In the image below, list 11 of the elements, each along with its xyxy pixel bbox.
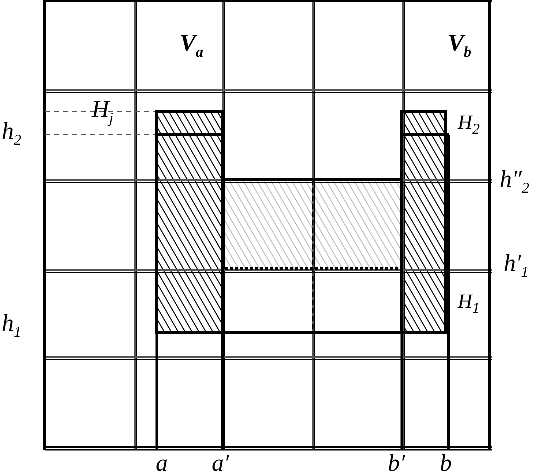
math-label: h$_{2}$ [2, 120, 22, 149]
math-label: V$_{a}$ [180, 32, 204, 61]
math-label: b [440, 452, 452, 473]
math-label: h$_{1}$ [2, 312, 22, 341]
math-label: b′ [388, 452, 406, 473]
math-label: a [156, 452, 168, 473]
math-label: H$_{j}$ [92, 98, 114, 127]
math-label: a′ [212, 452, 230, 473]
math-label: h′$_{1}$ [504, 252, 529, 281]
math-label: V$_{b}$ [448, 32, 472, 61]
math-label: h″$_{2}$ [500, 168, 530, 197]
